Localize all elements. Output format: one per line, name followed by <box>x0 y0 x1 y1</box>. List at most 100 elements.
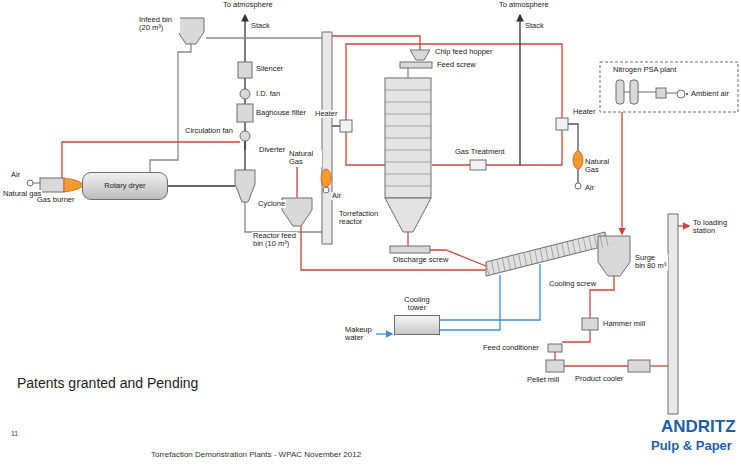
screw-flight <box>600 233 603 247</box>
air-inlet <box>686 93 688 94</box>
surge-bin <box>598 236 630 276</box>
nitrogen-line <box>621 112 622 234</box>
part-label: I.D. fan <box>255 90 281 98</box>
reactor-tray <box>385 114 431 115</box>
screw-flight <box>529 251 532 265</box>
bucket-elevator <box>322 32 332 244</box>
reactor-feed-pipe <box>332 36 420 50</box>
part-label: Pellet mill <box>526 376 560 384</box>
part-label: Stack <box>250 22 271 30</box>
psa-enclosure <box>600 62 738 112</box>
heater <box>340 120 352 132</box>
pellet-line <box>564 365 628 366</box>
part-label: Torrefaction reactor <box>338 210 384 227</box>
part-label: Silencer <box>255 65 284 73</box>
stream-label: Ambient air <box>690 90 730 98</box>
screw-flight <box>578 239 581 253</box>
makeup-water-line <box>376 333 392 334</box>
burner-flame <box>64 178 84 192</box>
reactor-tray <box>385 126 431 127</box>
screw-flight <box>556 244 559 258</box>
discharge-screw <box>390 246 430 253</box>
part-label: Discharge screw <box>392 256 449 264</box>
feed-screw <box>400 62 432 68</box>
gas-burner <box>40 178 64 192</box>
part-label: Reactor feed bin (10 m³) <box>252 232 298 249</box>
screw-flight <box>535 250 538 264</box>
screw-flight <box>491 261 494 275</box>
screw-flight <box>518 254 521 268</box>
note-text: Patents granted and Pending <box>16 376 199 391</box>
tower-basin <box>394 315 440 335</box>
logo-text: Pulp & Paper <box>650 439 733 453</box>
gas-loop <box>346 44 562 165</box>
outlet-label: To atmosphere <box>498 1 550 9</box>
screw-flight <box>605 232 608 246</box>
baghouse-filter <box>237 104 253 122</box>
feed-chute <box>407 68 408 78</box>
part-label: Cooling screw <box>548 280 597 288</box>
reactor-cone <box>385 198 431 232</box>
equipment-label: Rotary dryer <box>104 182 145 190</box>
heater-flame <box>573 151 583 169</box>
pellet-mill <box>546 360 564 372</box>
torrefaction-reactor <box>385 78 431 198</box>
stack-line <box>244 15 245 150</box>
equipment-label: Cooling tower <box>397 296 437 313</box>
stream-label: Air <box>10 171 21 179</box>
heater <box>556 118 568 130</box>
part-label: Gas Treatment <box>454 148 506 156</box>
stream-label: Natural Gas <box>288 150 322 167</box>
gas-treatment <box>470 160 486 170</box>
part-label: Stack <box>524 22 545 30</box>
cooler-outlet <box>650 365 668 366</box>
screw-flight <box>551 246 554 260</box>
reactor-tray <box>385 102 431 103</box>
psa-piping <box>624 92 677 93</box>
hammer-mill <box>582 318 598 330</box>
dryer-outlet <box>168 185 235 186</box>
loadout-line <box>678 225 689 226</box>
part-label: Chip feed hopper <box>434 48 494 56</box>
screw-flight <box>524 252 527 266</box>
outlet-label: To atmosphere <box>222 1 274 9</box>
footer-text: Torrefaction Demonstration Plants - WPAC… <box>150 451 362 460</box>
id-fan <box>240 89 250 99</box>
part-label: Circulation fan <box>184 127 234 135</box>
part-label: Heater <box>314 110 339 118</box>
bucket-elevator <box>668 214 678 414</box>
cooling-water-supply <box>440 275 500 330</box>
burner-inlet <box>33 183 40 184</box>
reactor-tray <box>385 90 431 91</box>
screw-flight <box>589 236 592 250</box>
stream-label: Natural Gas <box>584 158 618 175</box>
chip-feed-hopper <box>410 50 430 60</box>
screw-flight <box>546 247 549 261</box>
psa-vessel <box>630 80 638 104</box>
cooling-tower: Cooling tower <box>394 296 440 335</box>
reactor-tray <box>385 138 431 139</box>
conveyor-pipe <box>206 37 322 38</box>
product-cooler <box>628 360 650 372</box>
air-compressor <box>677 90 685 98</box>
part-label: Baghouse filter <box>255 109 307 117</box>
air-inlet <box>27 180 33 186</box>
fuel-line <box>568 124 578 151</box>
part-label: Hammer mill <box>602 320 646 328</box>
screw-flight <box>508 257 511 271</box>
stack-line <box>519 15 520 165</box>
screw-flight <box>540 248 543 262</box>
reactor-tray <box>385 162 431 163</box>
screw-flight <box>513 255 516 269</box>
pellet-feed <box>554 352 555 360</box>
screw-flight <box>567 242 570 256</box>
stream-label: Makeup water <box>344 326 376 343</box>
screw-flight <box>502 258 505 272</box>
screw-flight <box>594 235 597 249</box>
reactor-tray <box>385 174 431 175</box>
silencer <box>238 62 252 78</box>
air-line <box>326 169 578 187</box>
feed-conditioner <box>548 344 562 352</box>
cooling-screw <box>486 232 605 276</box>
stream-label: Air <box>331 192 342 200</box>
